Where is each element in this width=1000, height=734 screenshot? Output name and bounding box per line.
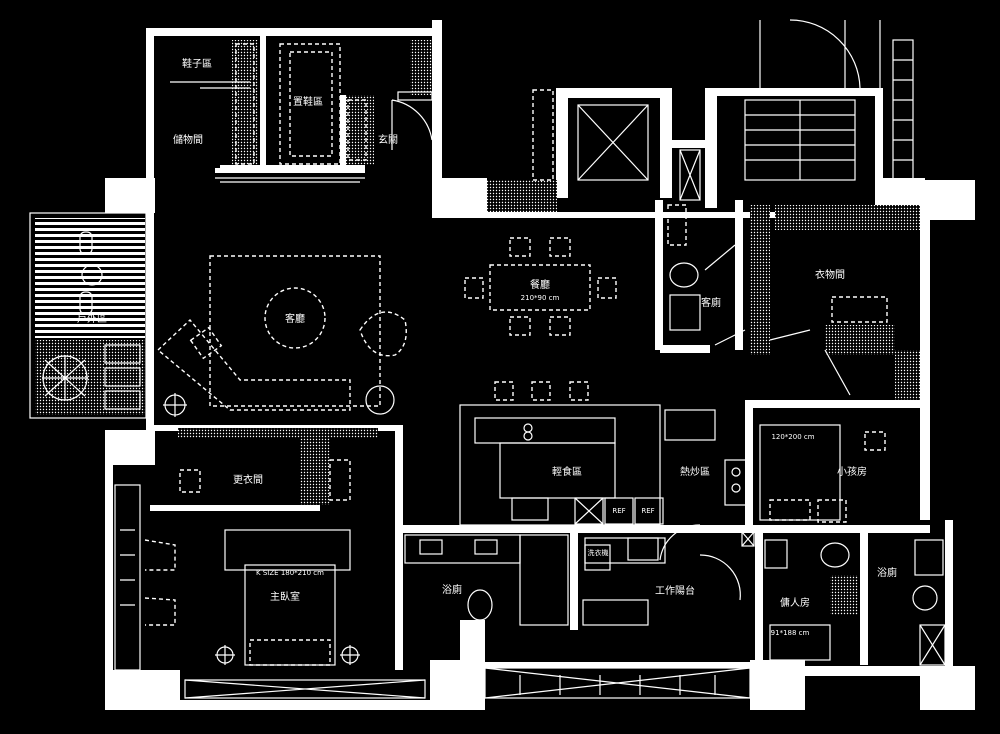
label-master-bed-size: K SIZE 180*210 cm (256, 569, 324, 577)
label-bath: 浴廁 (442, 583, 462, 596)
entry-zone (170, 43, 433, 183)
label-master-bedroom: 主臥室 (270, 590, 300, 603)
label-walk-in-closet: 更衣間 (233, 473, 263, 486)
stair-treads (745, 100, 855, 180)
room-labels: 鞋子區 置鞋區 儲物間 玄關 客廳 餐廳 210*90 cm 客廁 衣物間 戶外… (77, 57, 897, 637)
master-suite-furniture (114, 459, 360, 671)
label-light-kitchen: 輕食區 (552, 465, 582, 478)
label-closet: 衣物間 (815, 268, 845, 281)
label-kids-bed-size: 120*200 cm (771, 433, 814, 441)
label-kids-room: 小孩房 (837, 465, 867, 478)
guest-bath-fixtures (667, 204, 736, 331)
label-maid-bed-size: 91*188 cm (771, 629, 810, 637)
living-room-furniture (156, 255, 407, 417)
closet-kids-furniture (714, 296, 888, 523)
exterior-walls (105, 20, 975, 710)
label-dining: 餐廳 (530, 278, 550, 291)
dining-furniture (464, 237, 617, 336)
elevator-core (532, 19, 914, 201)
label-washer: 洗衣機 (588, 548, 609, 557)
label-bath-2: 浴廁 (877, 566, 897, 579)
label-living: 客廳 (285, 312, 305, 325)
label-dining-table-size: 210*90 cm (521, 294, 560, 302)
label-utility-balcony: 工作陽台 (655, 584, 695, 597)
label-hot-kitchen: 熱炒區 (680, 465, 710, 478)
label-maid-room: 傭人房 (780, 596, 810, 609)
label-shoe-storage: 置鞋區 (293, 95, 323, 108)
label-balcony: 戶外區 (77, 313, 107, 325)
label-shoe-area: 鞋子區 (182, 57, 212, 70)
label-ref-2: REF (641, 507, 654, 515)
service-zone-fixtures (184, 524, 946, 699)
label-guest-bath: 客廁 (701, 296, 721, 309)
balcony (29, 212, 147, 419)
label-entrance: 玄關 (378, 133, 398, 146)
kitchen-furniture (459, 381, 748, 526)
label-ref-1: REF (612, 507, 625, 515)
label-storage: 儲物間 (173, 133, 203, 146)
